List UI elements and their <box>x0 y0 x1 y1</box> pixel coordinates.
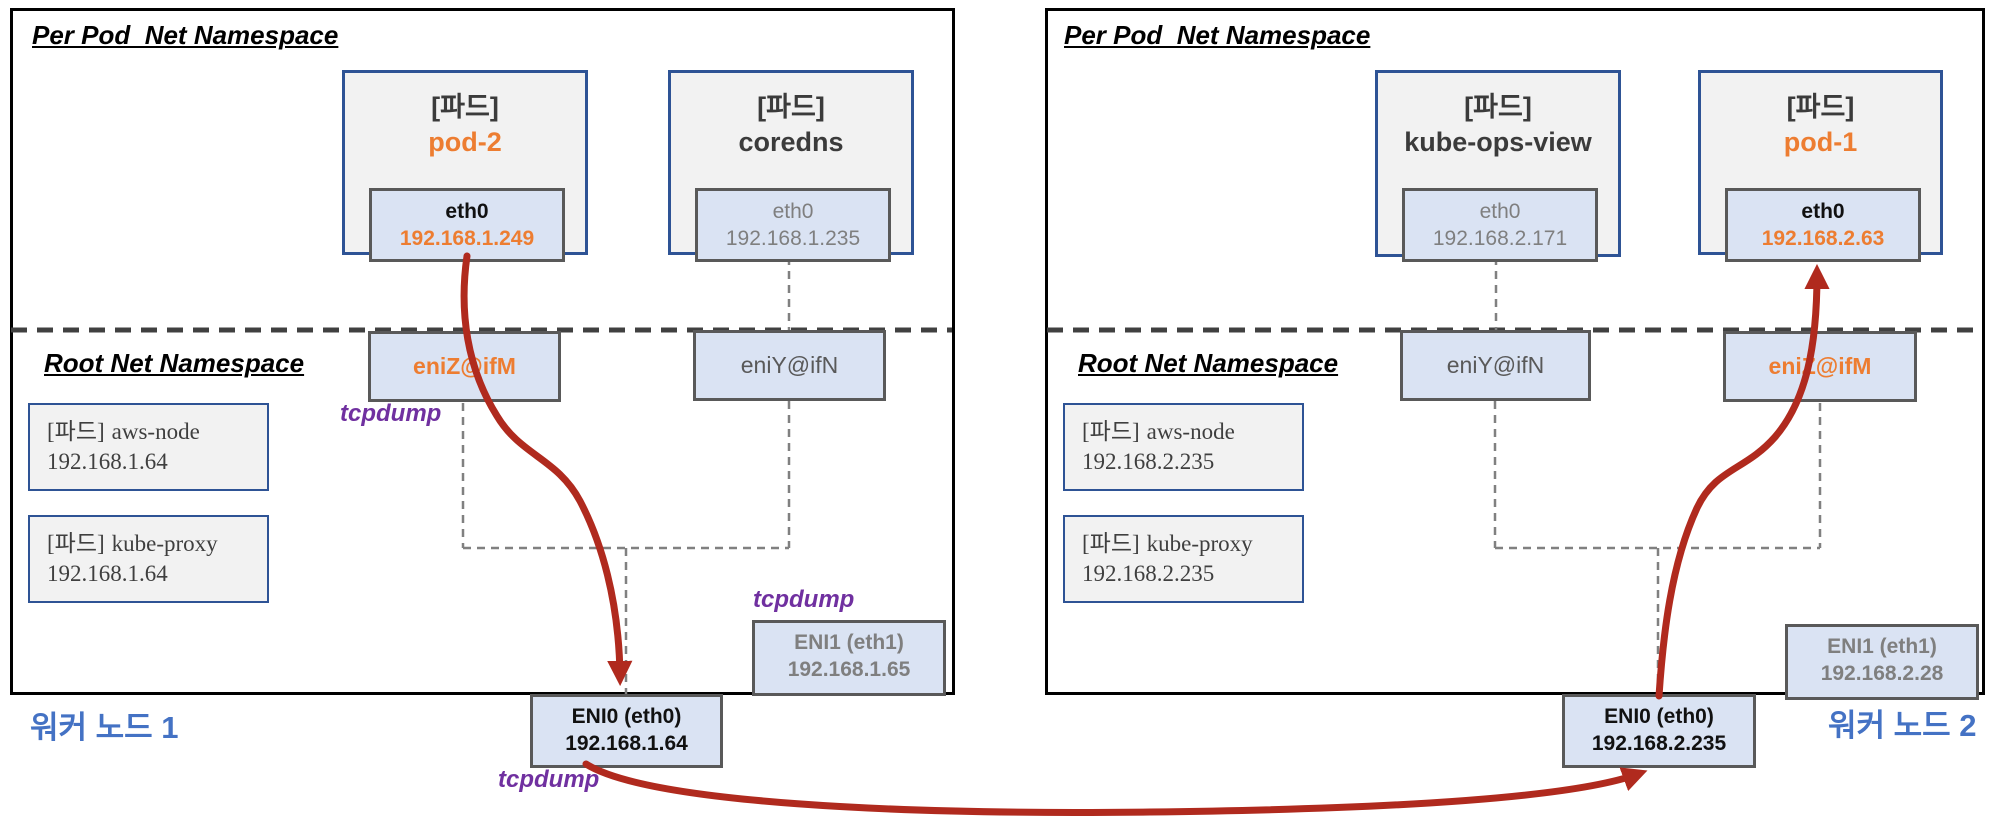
node1-eniZ-label: eniZ@ifM <box>413 353 516 379</box>
kube-ops-view-name: kube-ops-view <box>1404 127 1592 157</box>
node1-aws-node-line1: [파드]aws-node <box>47 417 267 447</box>
node2-eniZ-label: eniZ@ifM <box>1768 353 1872 379</box>
node2-kube-proxy-name: kube-proxy <box>1146 531 1253 556</box>
node1-root-namespace-title: Root Net Namespace <box>44 348 305 378</box>
node1-eni1-label: ENI1 (eth1) <box>794 631 904 654</box>
node1-per-pod-namespace-title: Per Pod Net Namespace <box>32 20 339 50</box>
node2-root-namespace-title: Root Net Namespace <box>1078 348 1339 378</box>
kube-ops-view-iface-label: eth0 <box>1479 200 1521 223</box>
node2-kube-proxy-line1: [파드]kube-proxy <box>1082 529 1302 559</box>
node2-kube-proxy-box: [파드]kube-proxy 192.168.2.235 <box>1063 515 1304 603</box>
pod-2-eth0-box: eth0 192.168.1.249 <box>369 188 565 262</box>
flow-arrow-eni0-to-eni0 <box>582 760 1648 816</box>
node1-aws-node-tag: [파드] <box>47 419 105 444</box>
node1-eni0-box: ENI0 (eth0) 192.168.1.64 <box>530 694 723 768</box>
coredns-title: [파드] coredns <box>671 90 911 160</box>
node1-eni0-ip: 192.168.1.64 <box>565 732 688 755</box>
node1-kube-proxy-name: kube-proxy <box>111 531 218 556</box>
coredns-ip: 192.168.1.235 <box>725 227 861 250</box>
node2-eni0-ip: 192.168.2.235 <box>1591 732 1727 755</box>
node2-eniY-label: eniY@ifN <box>1446 352 1545 378</box>
node2-kube-proxy-ip: 192.168.2.235 <box>1082 561 1215 586</box>
node2-veth-eniY: eniY@ifN <box>1400 330 1591 401</box>
pod-2-tag: [파드] <box>431 92 499 122</box>
pod-2-iface-label: eth0 <box>445 200 489 223</box>
node1-aws-node-box: [파드]aws-node 192.168.1.64 <box>28 403 269 491</box>
pod-2-title: [파드] pod-2 <box>345 90 585 160</box>
node1-kube-proxy-ip: 192.168.1.64 <box>47 561 168 586</box>
node1-kube-proxy-box: [파드]kube-proxy 192.168.1.64 <box>28 515 269 603</box>
node2-per-pod-namespace-title: Per Pod Net Namespace <box>1064 20 1371 50</box>
node1-aws-node-name: aws-node <box>111 419 200 444</box>
node2-aws-node-box: [파드]aws-node 192.168.2.235 <box>1063 403 1304 491</box>
pod-1-eth0-box: eth0 192.168.2.63 <box>1725 188 1921 262</box>
node1-eni0-label: ENI0 (eth0) <box>571 705 682 728</box>
pod-1-ip: 192.168.2.63 <box>1761 227 1885 250</box>
node2-eni1-ip: 192.168.2.28 <box>1820 662 1944 685</box>
node1-aws-node-ip: 192.168.1.64 <box>47 449 168 474</box>
pod-card-coredns: [파드] coredns eth0 192.168.1.235 <box>668 70 914 262</box>
node2-eni1-label: ENI1 (eth1) <box>1827 635 1937 658</box>
worker-node-2-label: 워커 노드 2 <box>1828 708 1977 743</box>
node2-aws-node-line1: [파드]aws-node <box>1082 417 1302 447</box>
pod-1-name: pod-1 <box>1783 127 1858 157</box>
worker-node-1-label: 워커 노드 1 <box>30 710 179 745</box>
coredns-iface-label: eth0 <box>772 200 814 223</box>
pod-1-title: [파드] pod-1 <box>1701 90 1940 160</box>
pod-2-name: pod-2 <box>428 127 502 157</box>
coredns-name: coredns <box>738 127 844 157</box>
tcpdump-label-eni1: tcpdump <box>753 586 855 613</box>
node2-aws-node-name: aws-node <box>1146 419 1235 444</box>
node2-aws-node-tag: [파드] <box>1082 419 1140 444</box>
node1-eni1-ip: 192.168.1.65 <box>787 658 911 681</box>
node1-eniY-label: eniY@ifN <box>740 352 839 378</box>
pod-card-kube-ops-view: [파드] kube-ops-view eth0 192.168.2.171 <box>1375 70 1621 262</box>
node1-eni1-box: ENI1 (eth1) 192.168.1.65 <box>752 620 946 696</box>
kube-ops-view-ip: 192.168.2.171 <box>1432 227 1568 250</box>
node1-kube-proxy-line1: [파드]kube-proxy <box>47 529 267 559</box>
coredns-tag: [파드] <box>757 92 825 122</box>
pod-2-ip: 192.168.1.249 <box>399 227 535 250</box>
kube-ops-view-eth0-box: eth0 192.168.2.171 <box>1402 188 1598 262</box>
pod-1-tag: [파드] <box>1786 92 1855 122</box>
kube-ops-view-tag: [파드] <box>1464 92 1532 122</box>
kube-ops-view-title: [파드] kube-ops-view <box>1378 90 1618 160</box>
tcpdump-label-veth: tcpdump <box>340 400 442 427</box>
coredns-eth0-box: eth0 192.168.1.235 <box>695 188 891 262</box>
node2-kube-proxy-tag: [파드] <box>1082 531 1140 556</box>
node1-veth-eniZ: eniZ@ifM <box>368 331 561 402</box>
tcpdump-label-eni0: tcpdump <box>498 766 600 793</box>
node2-eni0-box: ENI0 (eth0) 192.168.2.235 <box>1562 694 1756 768</box>
node1-kube-proxy-tag: [파드] <box>47 531 105 556</box>
node2-veth-eniZ: eniZ@ifM <box>1723 331 1917 402</box>
pod-card-pod-1: [파드] pod-1 eth0 192.168.2.63 <box>1698 70 1943 262</box>
node2-eni0-label: ENI0 (eth0) <box>1604 705 1714 728</box>
pod-card-pod-2: [파드] pod-2 eth0 192.168.1.249 <box>342 70 588 262</box>
node1-veth-eniY: eniY@ifN <box>693 330 886 401</box>
node2-eni1-box: ENI1 (eth1) 192.168.2.28 <box>1785 624 1979 700</box>
node2-aws-node-ip: 192.168.2.235 <box>1082 449 1215 474</box>
pod-1-iface-label: eth0 <box>1801 200 1845 223</box>
